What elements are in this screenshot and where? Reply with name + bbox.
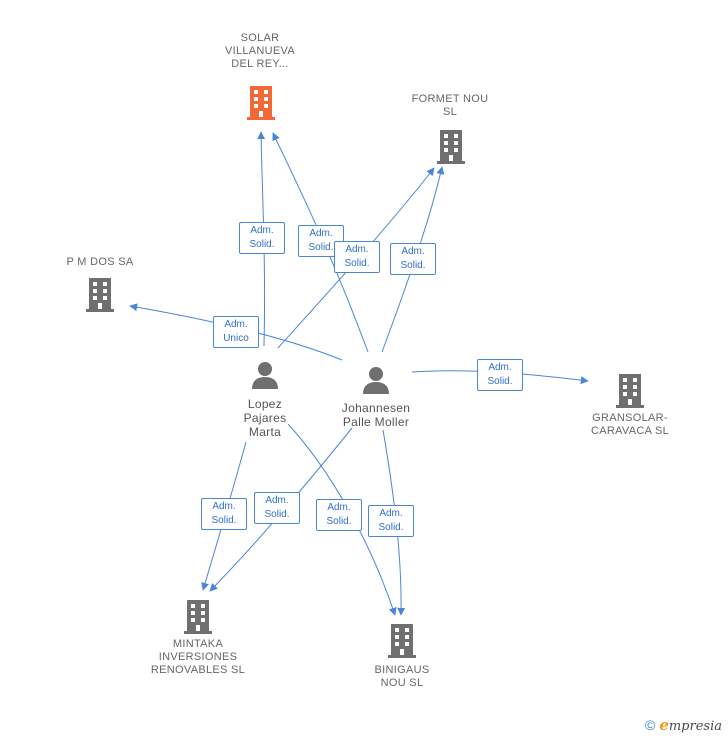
company-formet[interactable]: FORMET NOU SL	[400, 93, 500, 165]
building-icon	[184, 600, 212, 634]
copyright-icon: ©	[644, 717, 656, 733]
person-johannesen[interactable]: Johannesen Palle Moller	[330, 365, 422, 435]
building-icon	[616, 374, 644, 408]
relation-label-johannesen-mintaka: Adm. Solid.	[254, 492, 300, 524]
company-pmdos[interactable]: P M DOS SA	[50, 256, 150, 316]
person-label: Lopez Pajares Marta	[243, 397, 287, 439]
building-icon	[86, 278, 114, 312]
relation-label-johannesen-formet: Adm. Solid.	[390, 243, 436, 275]
company-label: P M DOS SA	[66, 256, 134, 268]
building-icon	[388, 624, 416, 658]
relation-label-johannesen-gransolar: Adm. Solid.	[477, 359, 523, 391]
company-label: FORMET NOU SL	[411, 93, 489, 118]
brand-logo[interactable]: empresia	[659, 716, 722, 734]
relation-label-johannesen-pmdos: Adm. Unico	[213, 316, 259, 348]
relation-label-johannesen-binigaus: Adm. Solid.	[368, 505, 414, 537]
person-label: Johannesen Palle Moller	[341, 401, 411, 429]
company-label: BINIGAUS NOU SL	[374, 664, 430, 689]
relation-label-lopez-binigaus: Adm. Solid.	[316, 499, 362, 531]
person-icon	[252, 362, 278, 389]
relation-label-lopez-formet: Adm. Solid.	[334, 241, 380, 273]
relation-label-lopez-solar: Adm. Solid.	[239, 222, 285, 254]
footer-brand: © empresia	[645, 716, 722, 734]
company-binigaus[interactable]: BINIGAUS NOU SL	[352, 622, 452, 694]
person-lopez[interactable]: Lopez Pajares Marta	[225, 360, 305, 444]
company-label: MINTAKA INVERSIONES RENOVABLES SL	[150, 638, 246, 676]
building-icon	[247, 86, 275, 120]
building-icon	[437, 130, 465, 164]
relation-label-lopez-mintaka: Adm. Solid.	[201, 498, 247, 530]
person-icon	[363, 367, 389, 394]
company-solar[interactable]: SOLAR VILLANUEVA DEL REY...	[210, 32, 310, 122]
company-label: GRANSOLAR- CARAVACA SL	[590, 412, 670, 437]
company-mintaka[interactable]: MINTAKA INVERSIONES RENOVABLES SL	[140, 598, 256, 682]
company-label: SOLAR VILLANUEVA DEL REY...	[224, 32, 296, 70]
company-gransolar[interactable]: GRANSOLAR- CARAVACA SL	[575, 372, 685, 442]
